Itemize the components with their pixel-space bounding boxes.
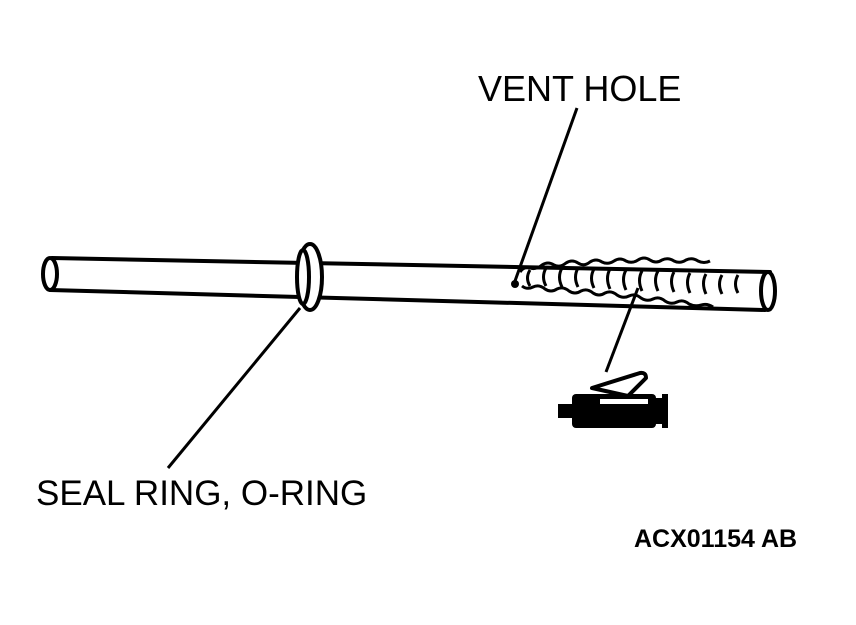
thread-section [518,256,740,309]
seal-ring-leader [166,307,302,469]
seal-ring-label: SEAL RING, O-RING [36,474,368,513]
figure-code: ACX01154 AB [634,525,798,553]
vent-hole-label: VENT HOLE [478,68,682,109]
applicator-leader [604,287,640,373]
sealant-applicator-icon [558,370,668,428]
tube-right-end [759,270,777,312]
vent-hole-leader [513,107,579,282]
vent-hole-dot [511,280,519,288]
seal-ring [295,242,324,312]
tube-left-end [41,256,59,292]
